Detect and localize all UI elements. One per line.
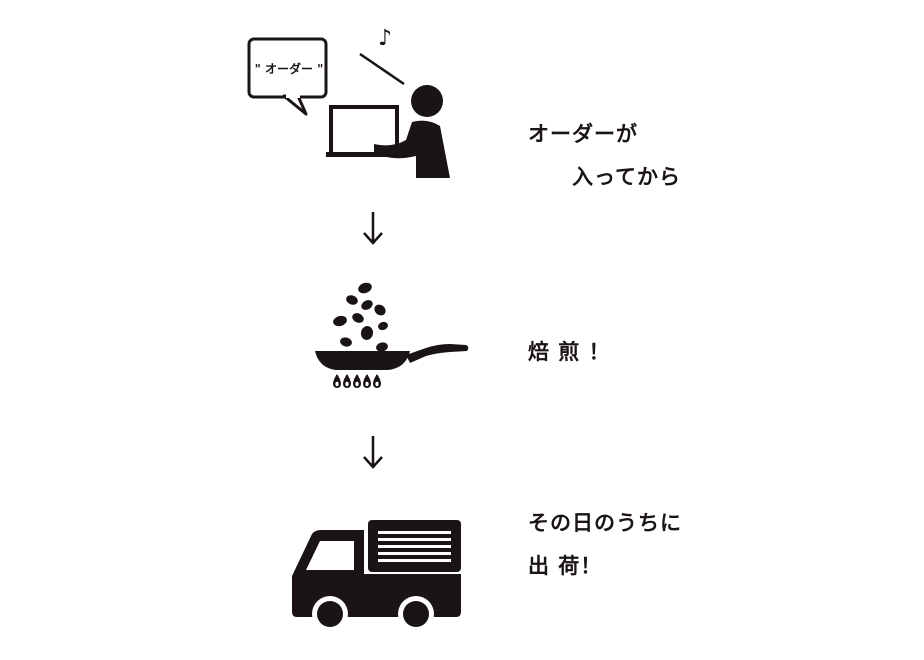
speech-bubble-text: " オーダー " [254, 62, 324, 76]
order-caption-line2: 入ってから [572, 165, 681, 189]
order-caption-line1: オーダーが [528, 122, 638, 146]
speech-bubble [247, 37, 328, 116]
motion-line [359, 52, 405, 86]
person-icon [374, 85, 450, 178]
step-order [240, 30, 470, 190]
step-roast [310, 278, 480, 393]
person-at-laptop-icon [247, 37, 450, 178]
delivery-truck-icon [292, 520, 461, 632]
ship-caption-line1: その日のうちに [528, 511, 682, 535]
music-note-icon: ♪ [378, 26, 393, 51]
gas-flame-icon [333, 374, 381, 388]
frying-pan [315, 344, 469, 370]
laptop-icon [326, 105, 399, 157]
step-ship [288, 514, 468, 636]
coffee-beans [333, 282, 388, 352]
down-arrow-icon [361, 210, 385, 246]
ship-caption-line2: 出 荷！ [528, 554, 603, 578]
down-arrow-icon [361, 434, 385, 470]
frying-pan-beans-icon [315, 282, 469, 388]
roast-caption: 焙 煎 ！ [528, 340, 611, 364]
